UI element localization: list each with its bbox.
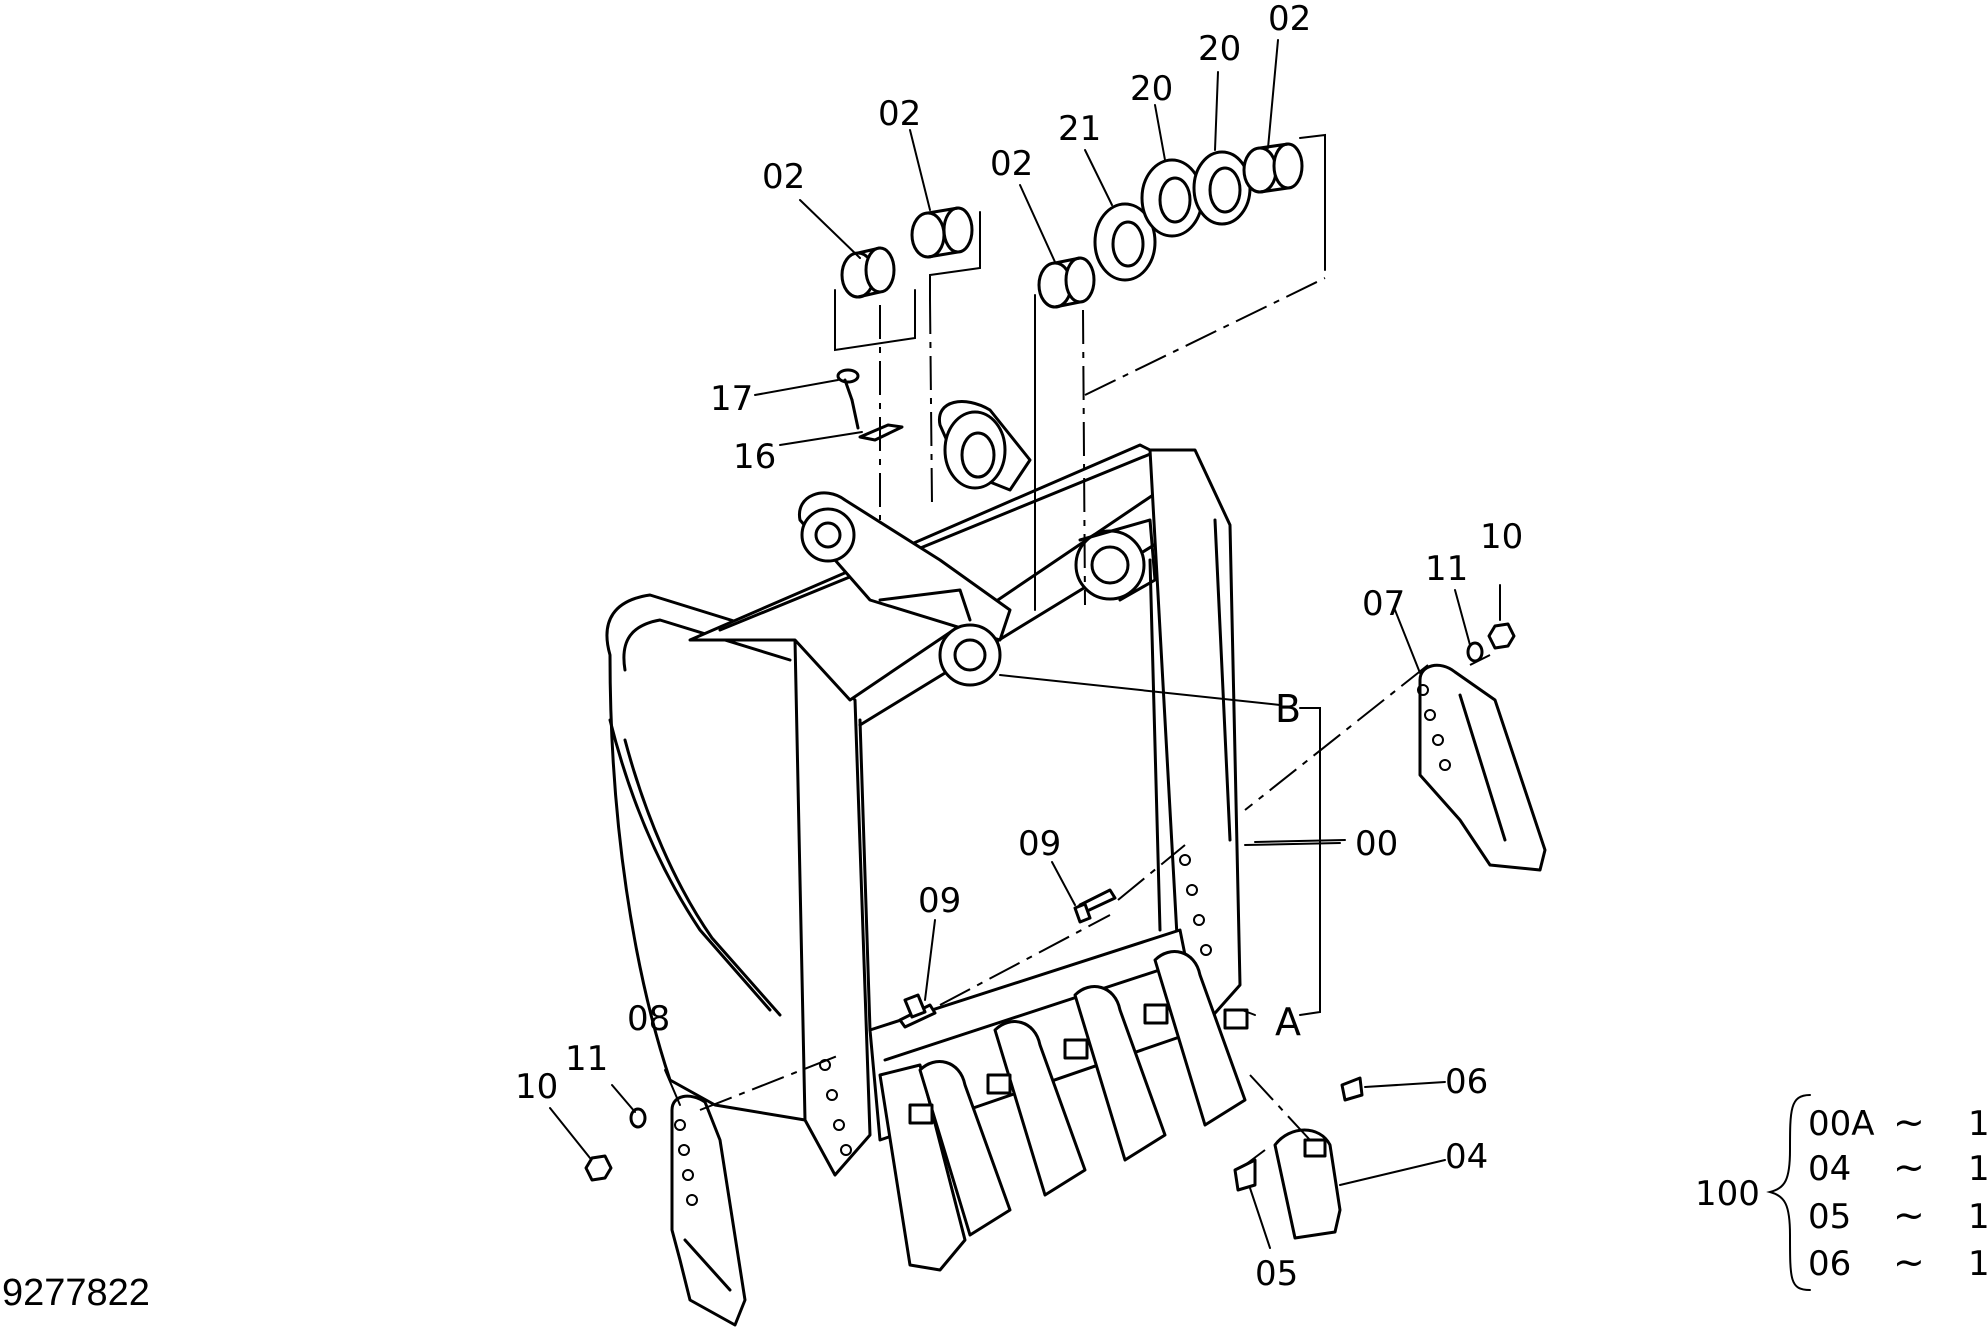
- callout-10-left: 10: [515, 1067, 558, 1107]
- leader-lines: [549, 39, 1501, 1249]
- bushing-02-c: [1037, 256, 1096, 309]
- callout-20-a: 20: [1130, 69, 1173, 109]
- dash-lines: [699, 277, 1491, 1166]
- callout-21: 21: [1058, 109, 1101, 149]
- row-3-sep: ~: [1893, 1240, 1925, 1284]
- tooth-part-04: [1273, 1128, 1342, 1240]
- bracket-lines: [834, 133, 1346, 1016]
- assembly-label: 100: [1695, 1174, 1760, 1214]
- callout-05: 05: [1255, 1254, 1298, 1294]
- side-cutter-07: [1417, 663, 1547, 872]
- callout-labels: 02 02 02 21 20 20 02 17 16 10 11 07 B 00…: [515, 0, 1523, 1294]
- callout-20-b: 20: [1198, 29, 1241, 69]
- bushings-and-washers: [840, 142, 1304, 309]
- callout-07: 07: [1362, 584, 1405, 624]
- washer-20-b: [1192, 150, 1252, 226]
- callout-09-a: 09: [1018, 824, 1061, 864]
- row-2-qty: 1: [1968, 1197, 1988, 1237]
- row-0-part: 00A: [1808, 1104, 1875, 1144]
- callout-06: 06: [1445, 1062, 1488, 1102]
- plate-16-bolt-17: [836, 368, 904, 442]
- callout-02-d: 02: [1268, 0, 1311, 39]
- callout-11-right: 11: [1425, 549, 1468, 589]
- row-3-part: 06: [1808, 1244, 1851, 1284]
- washer-20-a: [1140, 158, 1204, 238]
- row-0-qty: 1: [1968, 1104, 1988, 1144]
- bushing-02-a: [840, 246, 896, 299]
- bushing-02-d: [1242, 142, 1304, 194]
- row-2-sep: ~: [1893, 1193, 1925, 1237]
- bucket-body: [605, 400, 1242, 1177]
- side-cutter-08: [670, 1094, 747, 1327]
- row-1-qty: 1: [1968, 1149, 1988, 1189]
- row-2-part: 05: [1808, 1197, 1851, 1237]
- callout-02-a: 02: [762, 157, 805, 197]
- row-1-part: 04: [1808, 1149, 1851, 1189]
- callout-17: 17: [710, 379, 753, 419]
- callout-02-c: 02: [990, 144, 1033, 184]
- teeth: [878, 950, 1249, 1272]
- lock-part-06: [1340, 1076, 1364, 1102]
- callout-10-right: 10: [1480, 517, 1523, 557]
- callout-04: 04: [1445, 1137, 1488, 1177]
- callout-16: 16: [733, 437, 776, 477]
- callout-00: 00: [1355, 824, 1398, 864]
- callout-11-left: 11: [565, 1039, 608, 1079]
- hardware: [584, 622, 1516, 1182]
- row-1-sep: ~: [1893, 1145, 1925, 1189]
- callout-08: 08: [627, 999, 670, 1039]
- callout-02-b: 02: [878, 94, 921, 134]
- assembly-table: 100 00A ~ 1 04 ~ 1 05 ~ 1 06 ~ 1: [1695, 1094, 1988, 1291]
- callout-B: B: [1275, 687, 1301, 731]
- washer-21: [1093, 202, 1157, 282]
- bushing-02-b: [910, 206, 974, 259]
- row-0-sep: ~: [1893, 1100, 1925, 1144]
- row-3-qty: 1: [1968, 1244, 1988, 1284]
- drawing-number: 9277822: [2, 1272, 150, 1314]
- callout-09-b: 09: [918, 881, 961, 921]
- callout-A: A: [1275, 1000, 1301, 1044]
